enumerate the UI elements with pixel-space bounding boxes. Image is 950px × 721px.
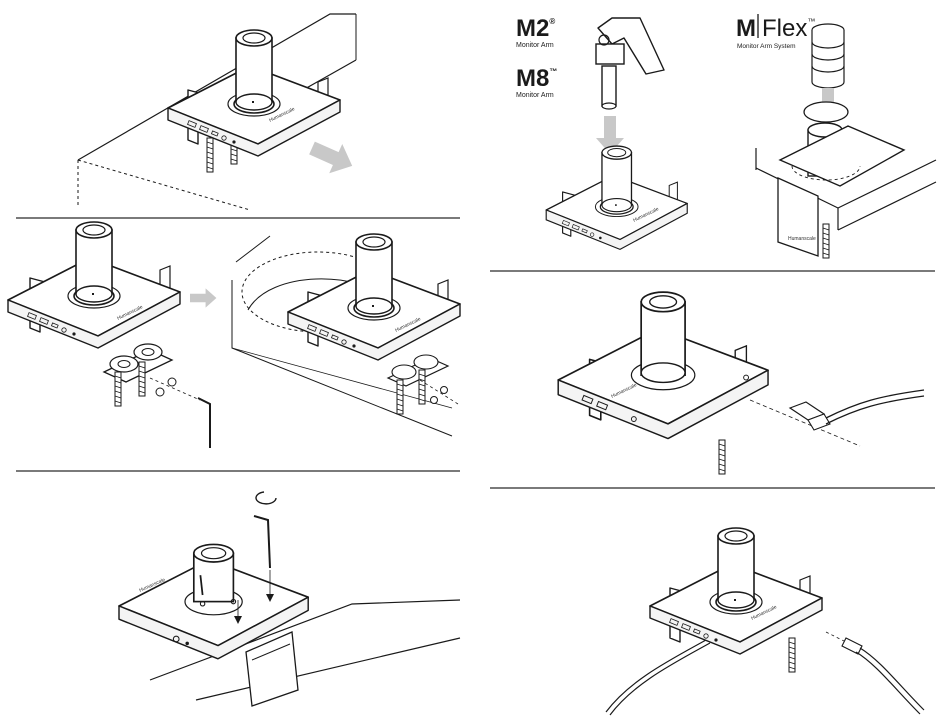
svg-text:Monitor Arm: Monitor Arm [516, 42, 554, 49]
brand-mflex: M [736, 15, 756, 42]
arrow-right-icon [305, 133, 358, 180]
brand-m8: M8™ [516, 65, 557, 92]
panel-cables-routed: Humanscale [606, 528, 924, 715]
brand-m2: M2® [516, 15, 555, 42]
hex-key-icon [254, 516, 270, 568]
panel-remove-from-desk: Humanscale [78, 14, 359, 210]
svg-text:Flex™: Flex™ [762, 15, 815, 42]
panel-swap-clamp: Humanscale Humanscale [8, 222, 460, 448]
panel-arm-mount: M2® Monitor Arm M8™ Monitor Arm M Flex™ … [516, 14, 936, 258]
panel-set-screw: Humanscale [119, 492, 460, 706]
mflex-spacer-stack [812, 24, 844, 88]
svg-text:Humanscale: Humanscale [788, 236, 816, 242]
svg-text:Monitor Arm System: Monitor Arm System [737, 43, 796, 50]
panel-power-cable: Humanscale [558, 292, 924, 474]
power-plug-icon [790, 390, 924, 430]
arrow-right-icon [190, 288, 216, 307]
svg-text:Monitor Arm: Monitor Arm [516, 92, 554, 99]
retaining-ring-icon [256, 492, 276, 504]
hex-key-icon [198, 398, 210, 448]
